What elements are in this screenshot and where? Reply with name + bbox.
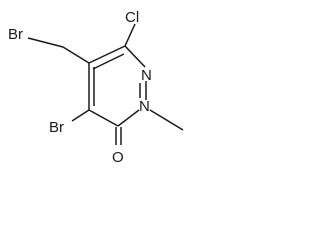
- chemical-structure: Br Cl N N Br O: [8, 9, 184, 166]
- atom-n-methyl: N: [139, 98, 150, 115]
- atom-cl: Cl: [125, 9, 139, 26]
- bond-n2-methyl: [149, 109, 184, 131]
- atom-n-ring: N: [141, 67, 152, 84]
- atom-br-ring: Br: [49, 119, 64, 136]
- atom-o: O: [112, 149, 124, 166]
- atom-br-methyl: Br: [8, 26, 23, 43]
- bond-c5-ch2: [62, 46, 90, 64]
- bond-c5-c6: [88, 45, 126, 64]
- bond-c6-n1: [124, 45, 146, 68]
- bond-c3-c4: [88, 109, 119, 127]
- bond-c6-cl: [124, 23, 136, 47]
- bond-ch2-br: [27, 37, 64, 48]
- bond-c4-br: [71, 109, 90, 122]
- bond-c5-c6-inner: [92, 53, 125, 70]
- bond-n2-c3: [117, 109, 140, 127]
